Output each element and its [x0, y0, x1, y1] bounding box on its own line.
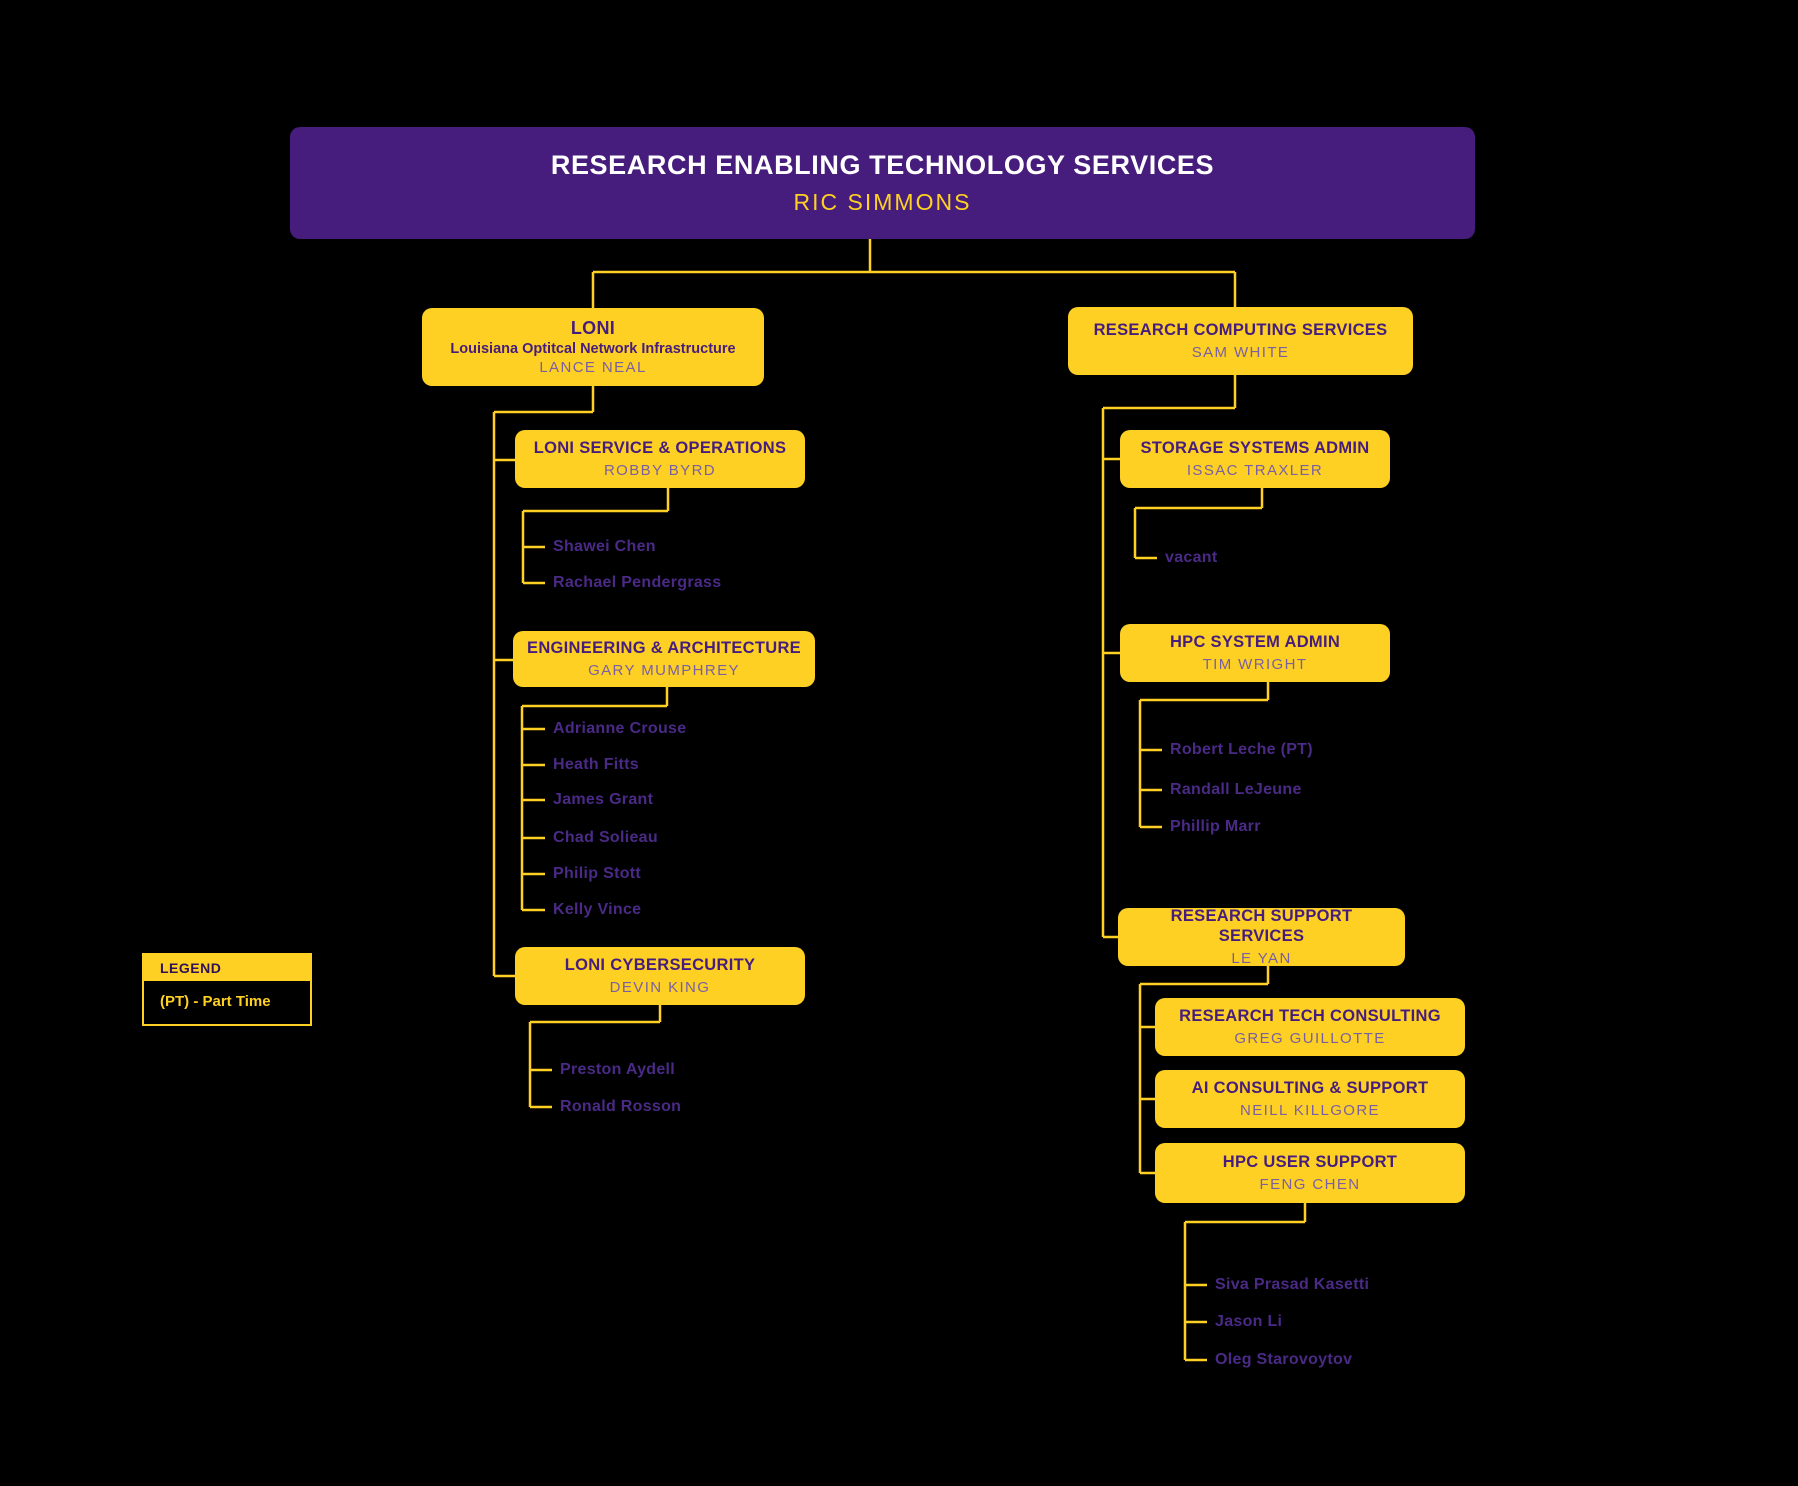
- member-name: Rachael Pendergrass: [553, 574, 722, 591]
- box-title: RESEARCH TECH CONSULTING: [1179, 1006, 1441, 1025]
- root-title: RESEARCH ENABLING TECHNOLOGY SERVICES: [550, 150, 1215, 180]
- box-person: NEILL KILLGORE: [1240, 1101, 1380, 1119]
- box-person: TIM WRIGHT: [1202, 655, 1308, 673]
- box-title: LONI: [570, 317, 616, 338]
- member-name: Shawei Chen: [553, 538, 656, 555]
- box-title: RESEARCH SUPPORT SERVICES: [1170, 906, 1353, 946]
- member-name: Siva Prasad Kasetti: [1215, 1276, 1370, 1293]
- box-title: LONI CYBERSECURITY: [564, 955, 756, 974]
- member-name: James Grant: [553, 791, 654, 808]
- team-box-hpc-user-support: HPC USER SUPPORT FENG CHEN: [1155, 1143, 1465, 1203]
- legend-entry: (PT) - Part Time: [160, 993, 271, 1010]
- member-name: Robert Leche (PT): [1170, 741, 1313, 758]
- team-box-research-support-services: RESEARCH SUPPORT SERVICES LE YAN: [1118, 906, 1405, 967]
- box-person: LE YAN: [1231, 949, 1292, 967]
- member-name: Preston Aydell: [560, 1061, 676, 1078]
- team-box-storage-systems-admin: STORAGE SYSTEMS ADMIN ISSAC TRAXLER: [1120, 430, 1390, 488]
- member-name: Kelly Vince: [553, 901, 642, 918]
- box-title: AI CONSULTING & SUPPORT: [1191, 1078, 1429, 1097]
- team-box-loni-cybersecurity: LONI CYBERSECURITY DEVIN KING: [515, 947, 805, 1005]
- root-person: RIC SIMMONS: [793, 189, 972, 215]
- member-name: Phillip Marr: [1170, 818, 1261, 835]
- team-box-engineering-architecture: ENGINEERING & ARCHITECTURE GARY MUMPHREY: [513, 631, 815, 687]
- box-person: GREG GUILLOTTE: [1234, 1029, 1386, 1047]
- box-person: ROBBY BYRD: [603, 461, 717, 479]
- member-name: Jason Li: [1215, 1313, 1283, 1330]
- box-title: HPC USER SUPPORT: [1222, 1152, 1398, 1171]
- member-name: Heath Fitts: [553, 756, 639, 773]
- box-title: LONI SERVICE & OPERATIONS: [533, 438, 787, 457]
- box-title: ENGINEERING & ARCHITECTURE: [527, 638, 801, 657]
- team-box-loni-service-operations: LONI SERVICE & OPERATIONS ROBBY BYRD: [515, 430, 805, 488]
- box-title: STORAGE SYSTEMS ADMIN: [1140, 438, 1370, 457]
- dept-box-research-computing-services: RESEARCH COMPUTING SERVICES SAM WHITE: [1068, 307, 1413, 375]
- legend-title: LEGEND: [144, 955, 310, 981]
- box-subtitle: Louisiana Optitcal Network Infrastructur…: [450, 341, 736, 357]
- member-name: Ronald Rosson: [560, 1098, 682, 1115]
- box-person: SAM WHITE: [1191, 343, 1290, 361]
- box-person: FENG CHEN: [1259, 1175, 1361, 1193]
- box-title: HPC SYSTEM ADMIN: [1169, 632, 1341, 651]
- root-box-research-enabling-technology-services: RESEARCH ENABLING TECHNOLOGY SERVICES RI…: [290, 127, 1475, 239]
- dept-box-loni: LONI Louisiana Optitcal Network Infrastr…: [422, 308, 764, 386]
- member-name: Oleg Starovoytov: [1215, 1351, 1353, 1368]
- member-name: Adrianne Crouse: [553, 720, 687, 737]
- legend: LEGEND (PT) - Part Time: [142, 953, 312, 1026]
- box-person: ISSAC TRAXLER: [1186, 461, 1324, 479]
- box-person: LANCE NEAL: [539, 359, 647, 376]
- member-name: Chad Solieau: [553, 829, 658, 846]
- team-box-ai-consulting-support: AI CONSULTING & SUPPORT NEILL KILLGORE: [1155, 1070, 1465, 1128]
- box-person: DEVIN KING: [609, 978, 711, 996]
- member-name: Randall LeJeune: [1170, 781, 1302, 798]
- member-name: vacant: [1165, 549, 1218, 566]
- team-box-hpc-system-admin: HPC SYSTEM ADMIN TIM WRIGHT: [1120, 624, 1390, 682]
- box-person: GARY MUMPHREY: [588, 661, 740, 679]
- team-box-research-tech-consulting: RESEARCH TECH CONSULTING GREG GUILLOTTE: [1155, 998, 1465, 1056]
- member-name: Philip Stott: [553, 865, 642, 882]
- box-title: RESEARCH COMPUTING SERVICES: [1093, 320, 1388, 339]
